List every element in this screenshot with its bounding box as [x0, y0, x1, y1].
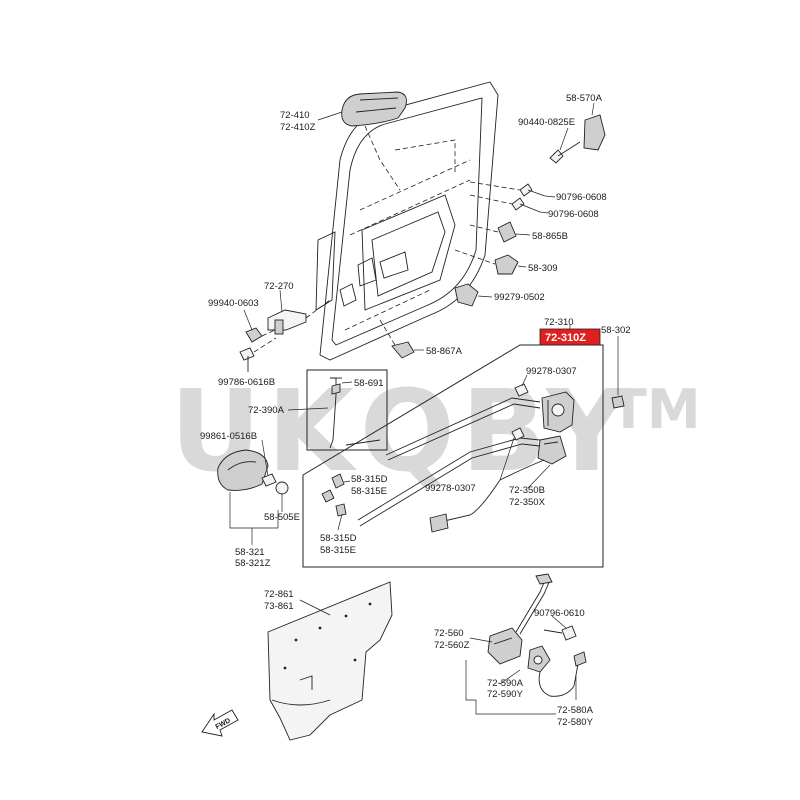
door-trim-panel — [267, 581, 393, 741]
label-72-390a: 72-390A — [248, 405, 285, 416]
clip-99278-top — [514, 374, 529, 397]
label-99940: 99940-0603 — [208, 298, 259, 309]
grommet-58-865b — [469, 221, 531, 243]
label-90796-a: 90796-0608 — [556, 192, 607, 203]
label-90796-c: 90796-0610 — [534, 608, 585, 619]
door-check-72-270 — [267, 289, 331, 335]
label-58-315d-top: 58-315D — [351, 474, 388, 485]
label-72-560: 72-560 — [434, 628, 464, 639]
motor-harness — [538, 651, 587, 700]
label-58-321z: 58-321Z — [235, 558, 271, 569]
label-90440: 90440-0825E — [518, 117, 575, 128]
screw-58-302 — [611, 395, 625, 409]
bolt-90796-0610 — [543, 615, 577, 641]
highlight-part-badge[interactable]: 72-310Z — [539, 328, 601, 346]
clip-99279 — [454, 283, 493, 307]
clip-99278-bottom — [499, 427, 525, 481]
label-72-580y: 72-580Y — [557, 717, 594, 728]
label-99786: 99786-0616B — [218, 377, 275, 388]
label-72-590a: 72-590A — [487, 678, 524, 689]
label-72-350b: 72-350B — [509, 485, 545, 496]
label-58-691: 58-691 — [354, 378, 384, 389]
actuator-harness — [429, 459, 545, 533]
label-72-310: 72-310 — [544, 317, 574, 328]
label-72-350x: 72-350X — [509, 497, 546, 508]
label-72-560z: 72-560Z — [434, 640, 470, 651]
door-shell — [315, 81, 499, 361]
forward-arrow-icon: FWD — [201, 709, 239, 737]
label-99861: 99861-0516B — [200, 431, 257, 442]
outer-handle — [341, 91, 407, 191]
label-fwd: FWD — [214, 717, 231, 731]
highlight-badge-bg — [539, 328, 601, 346]
lock-actuator — [537, 435, 567, 465]
label-58-309: 58-309 — [528, 263, 558, 274]
label-58-315d-bot: 58-315D — [320, 533, 357, 544]
label-99278-bottom: 99278-0307 — [425, 483, 476, 494]
label-72-270: 72-270 — [264, 281, 294, 292]
label-58-315e-top: 58-315E — [351, 486, 387, 497]
part-58-309 — [454, 249, 527, 275]
striker-bracket — [583, 102, 606, 151]
label-72-580a: 72-580A — [557, 705, 594, 716]
watermark-trademark: TM — [610, 378, 701, 441]
door-lock-body — [541, 391, 575, 433]
highlight-part-number: 72-310Z — [545, 332, 586, 344]
label-58-321: 58-321 — [235, 547, 265, 558]
label-58-315e-bot: 58-315E — [320, 545, 356, 556]
label-58-505e: 58-505E — [264, 512, 300, 523]
bolt-90440 — [549, 127, 581, 164]
label-72-861: 72-861 — [264, 589, 294, 600]
clips-58-315 — [321, 473, 351, 531]
part-58-867a — [379, 319, 424, 359]
label-58-865b: 58-865B — [532, 231, 568, 242]
label-72-410: 72-410 — [280, 110, 310, 121]
rod-detail-box — [287, 369, 388, 451]
label-58-570a: 58-570A — [566, 93, 603, 104]
bolts-90796-0608 — [469, 181, 556, 214]
window-regulator — [487, 573, 553, 673]
bolt-99786 — [239, 337, 277, 372]
nut-99940 — [243, 309, 276, 343]
inner-handle — [217, 439, 289, 495]
label-58-867a: 58-867A — [426, 346, 463, 357]
label-73-861: 73-861 — [264, 601, 294, 612]
label-99278-top: 99278-0307 — [526, 366, 577, 377]
label-72-590y: 72-590Y — [487, 689, 524, 700]
lock-rods — [345, 397, 541, 527]
label-72-410z: 72-410Z — [280, 122, 316, 133]
label-99279: 99279-0502 — [494, 292, 545, 303]
label-58-302: 58-302 — [601, 325, 631, 336]
label-90796-b: 90796-0608 — [548, 209, 599, 220]
